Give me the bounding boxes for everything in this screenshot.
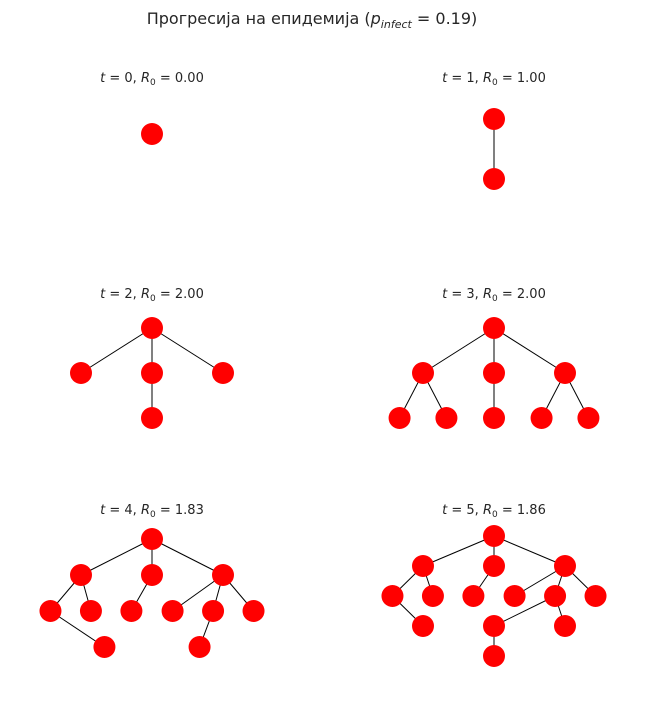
panel-t0: t = 0, R0 = 0.00 — [100, 71, 204, 145]
infected-node — [584, 585, 607, 607]
infected-node — [212, 362, 234, 384]
panel-t1: t = 1, R0 = 1.00 — [442, 71, 546, 190]
infected-node — [141, 362, 163, 384]
tree-edge — [493, 327, 566, 374]
infected-node — [381, 585, 404, 607]
panel-title: t = 5, R0 = 1.86 — [442, 503, 546, 520]
infected-node — [577, 407, 600, 429]
infected-node — [141, 407, 163, 429]
infected-node — [161, 600, 184, 622]
panel-t5: t = 5, R0 = 1.86 — [381, 503, 607, 667]
infected-node — [388, 407, 411, 429]
infected-node — [483, 555, 505, 577]
infected-node — [141, 528, 163, 550]
tree-edge — [422, 327, 495, 374]
infected-node — [421, 585, 444, 607]
tree-edge — [151, 538, 224, 576]
tree-edge — [80, 327, 153, 374]
infected-node — [483, 407, 505, 429]
infected-node — [188, 636, 211, 658]
infected-node — [212, 564, 234, 586]
panel-t3: t = 3, R0 = 2.00 — [388, 287, 600, 429]
infected-node — [412, 615, 434, 637]
tree-edge — [151, 327, 224, 374]
infected-node — [141, 564, 163, 586]
infected-node — [554, 555, 576, 577]
infected-node — [483, 168, 505, 190]
infected-node — [544, 585, 567, 607]
panel-title: t = 1, R0 = 1.00 — [442, 71, 546, 88]
infected-node — [120, 600, 143, 622]
figure-title: Прогресија на епидемија (pinfect = 0.19) — [147, 9, 478, 31]
tree-edge — [422, 535, 495, 567]
panel-title: t = 0, R0 = 0.00 — [100, 71, 204, 88]
infected-node — [483, 362, 505, 384]
infected-node — [462, 585, 485, 607]
infected-node — [39, 600, 62, 622]
infected-node — [530, 407, 553, 429]
infected-node — [483, 108, 505, 130]
panel-title: t = 4, R0 = 1.83 — [100, 503, 204, 520]
infected-node — [70, 564, 92, 586]
panel-t2: t = 2, R0 = 2.00 — [70, 287, 234, 429]
infected-node — [93, 636, 116, 658]
infected-node — [242, 600, 265, 622]
infected-node — [202, 600, 225, 622]
infected-node — [141, 317, 163, 339]
infected-node — [503, 585, 526, 607]
infected-node — [412, 362, 434, 384]
infected-node — [554, 362, 576, 384]
panel-title: t = 2, R0 = 2.00 — [100, 287, 204, 304]
tree-edge — [493, 595, 556, 627]
infected-node — [412, 555, 434, 577]
infected-node — [79, 600, 102, 622]
panel-t4: t = 4, R0 = 1.83 — [39, 503, 265, 658]
infected-node — [483, 525, 505, 547]
infected-node — [554, 615, 576, 637]
infected-node — [141, 123, 163, 145]
tree-edge — [493, 535, 566, 567]
tree-edge — [80, 538, 153, 576]
infected-node — [70, 362, 92, 384]
infected-node — [483, 317, 505, 339]
infected-node — [483, 645, 505, 667]
panel-title: t = 3, R0 = 2.00 — [442, 287, 546, 304]
infected-node — [435, 407, 458, 429]
infected-node — [483, 615, 505, 637]
